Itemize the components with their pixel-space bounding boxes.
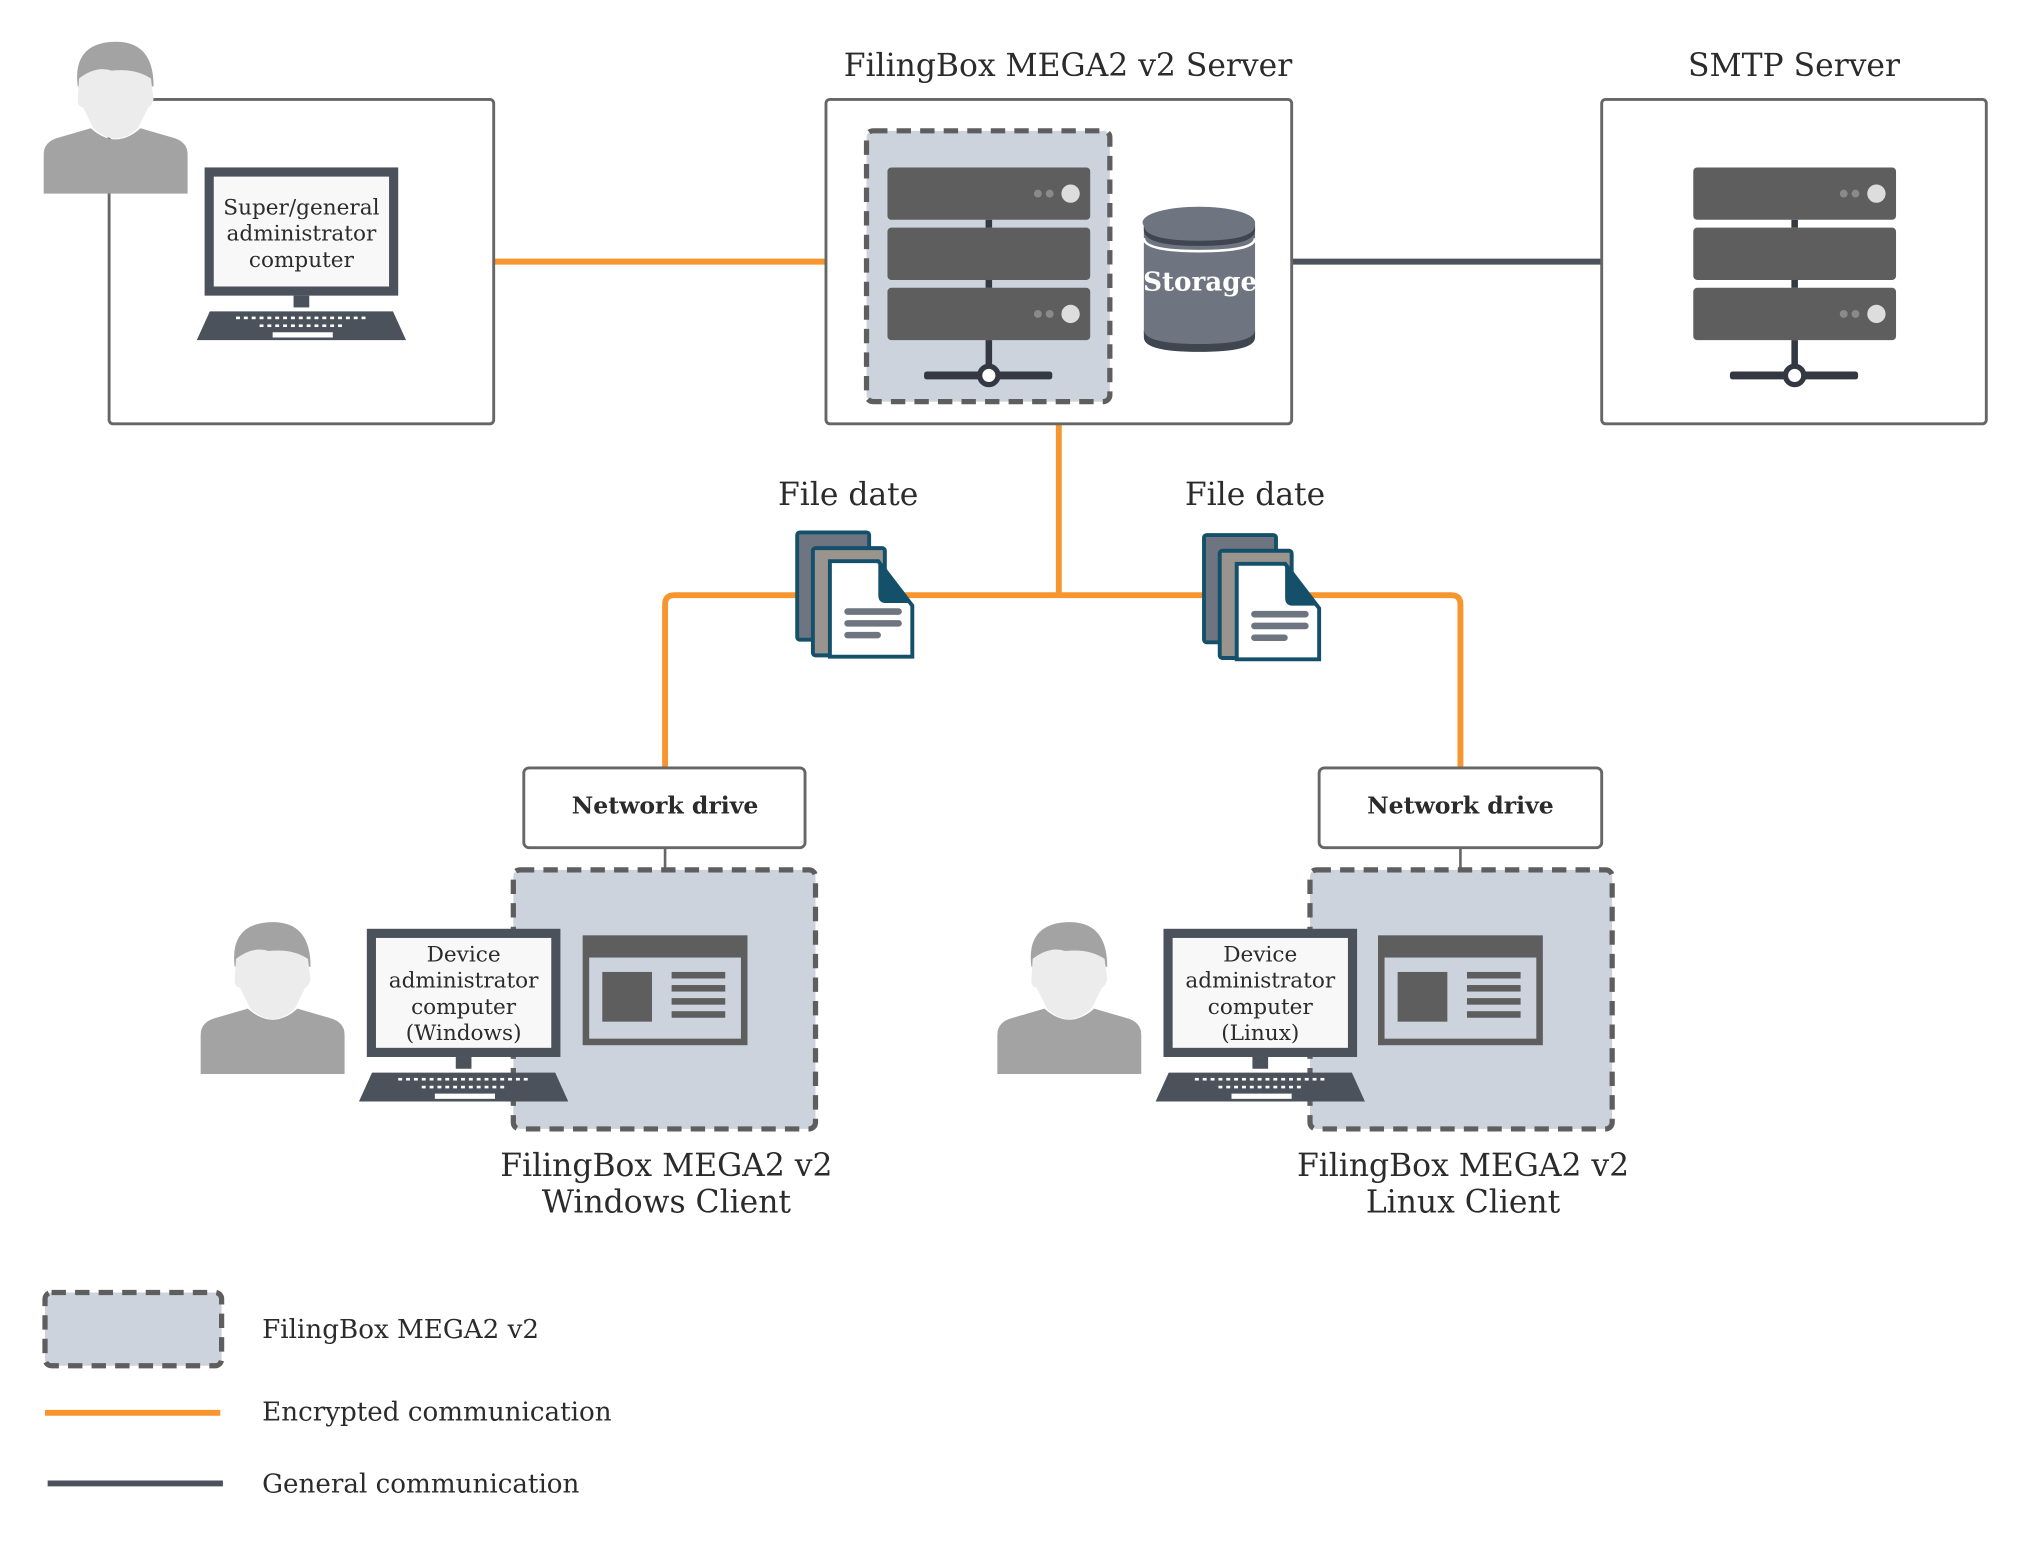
file-transfer-right: File date: [1185, 477, 1325, 662]
network-drive-windows-label: Network drive: [572, 792, 759, 820]
file-stack-icon-left: [795, 530, 915, 659]
linux-screen-line-4: (Linux): [1221, 1021, 1299, 1046]
windows-screen-line-4: (Windows): [406, 1021, 522, 1046]
file-date-label-left: File date: [778, 477, 918, 513]
linux-client-node: Network drive Device administrator compu…: [997, 766, 1629, 1221]
windows-admin-user-icon: [200, 922, 345, 1074]
legend: FilingBox MEGA2 v2 Encrypted communicati…: [42, 1289, 612, 1500]
windows-client-node: Network drive Device administrator compu…: [200, 766, 832, 1221]
windows-screen-line-1: Device: [427, 942, 501, 967]
file-stack-icon-right: [1202, 533, 1322, 662]
smtp-server-node: SMTP Server: [1600, 48, 1988, 426]
linux-screen-line-1: Device: [1223, 942, 1297, 967]
storage-label: Storage: [1143, 266, 1257, 297]
client-app-window-icon: [1378, 935, 1543, 1046]
encrypted-link-server-clients: [662, 423, 1464, 768]
file-transfer-left: File date: [778, 477, 918, 659]
linux-screen-line-3: computer: [1208, 995, 1314, 1020]
network-drive-linux-label: Network drive: [1367, 792, 1554, 820]
linux-client-title-2: Linux Client: [1366, 1185, 1561, 1221]
windows-client-title-2: Windows Client: [542, 1185, 792, 1221]
legend-filingbox-swatch: [42, 1289, 225, 1369]
linux-screen-line-2: administrator: [1185, 969, 1335, 994]
smtp-title: SMTP Server: [1688, 48, 1900, 84]
admin-computer-node: Super/general administrator computer: [43, 41, 496, 426]
linux-client-title-1: FilingBox MEGA2 v2: [1297, 1148, 1629, 1184]
admin-screen-line-3: computer: [249, 248, 355, 273]
windows-screen-line-3: computer: [411, 995, 517, 1020]
legend-filingbox-label: FilingBox MEGA2 v2: [262, 1315, 539, 1345]
linux-admin-user-icon: [997, 922, 1142, 1074]
admin-screen-line-1: Super/general: [223, 196, 379, 221]
filingbox-server-node: FilingBox MEGA2 v2 Server Storage: [824, 48, 1294, 426]
client-app-window-icon: [582, 935, 748, 1046]
windows-client-title-1: FilingBox MEGA2 v2: [500, 1148, 832, 1184]
server-title: FilingBox MEGA2 v2 Server: [844, 48, 1292, 84]
file-date-label-right: File date: [1185, 477, 1325, 513]
windows-screen-line-2: administrator: [389, 969, 539, 994]
legend-general-label: General communication: [262, 1470, 579, 1500]
storage-icon: Storage: [1142, 206, 1257, 352]
legend-encrypted-label: Encrypted communication: [262, 1398, 612, 1428]
admin-screen-line-2: administrator: [227, 222, 377, 247]
